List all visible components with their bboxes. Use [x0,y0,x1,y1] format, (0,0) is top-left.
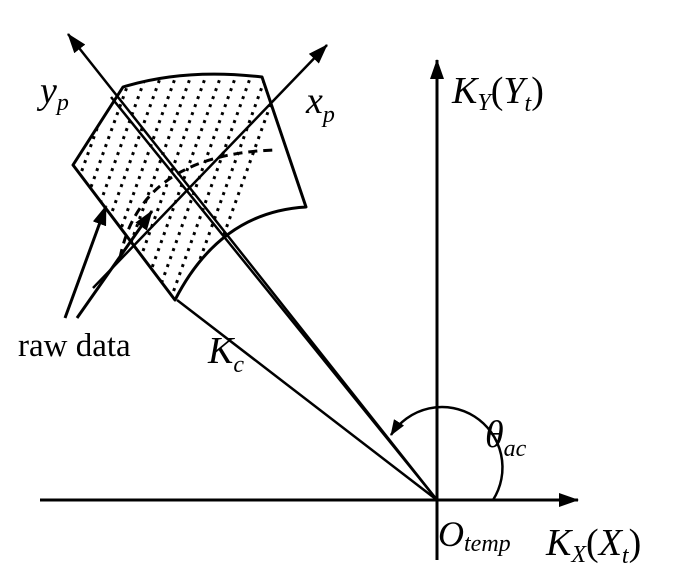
raw-data-arrow-2 [75,210,154,319]
theta-arc [389,405,504,501]
dashed-arc [118,148,275,259]
origin-label: Otemp [438,514,511,557]
raw-data-label: raw data [18,328,131,364]
kx-label: KX(Xt) [545,522,641,569]
ky-label: KY(Yt) [451,70,544,117]
xp-label: xp [305,80,335,128]
data-patch-outline [71,72,308,302]
xp-axis [92,44,328,289]
raw-data-dots [73,74,303,300]
yp-label: yp [36,70,69,116]
kc-ray-lower [176,299,438,501]
yp-axis [67,33,438,501]
kc-label: Kc [207,330,244,378]
raw-data-arrow-1 [63,205,108,319]
theta-label: θac [485,414,527,462]
